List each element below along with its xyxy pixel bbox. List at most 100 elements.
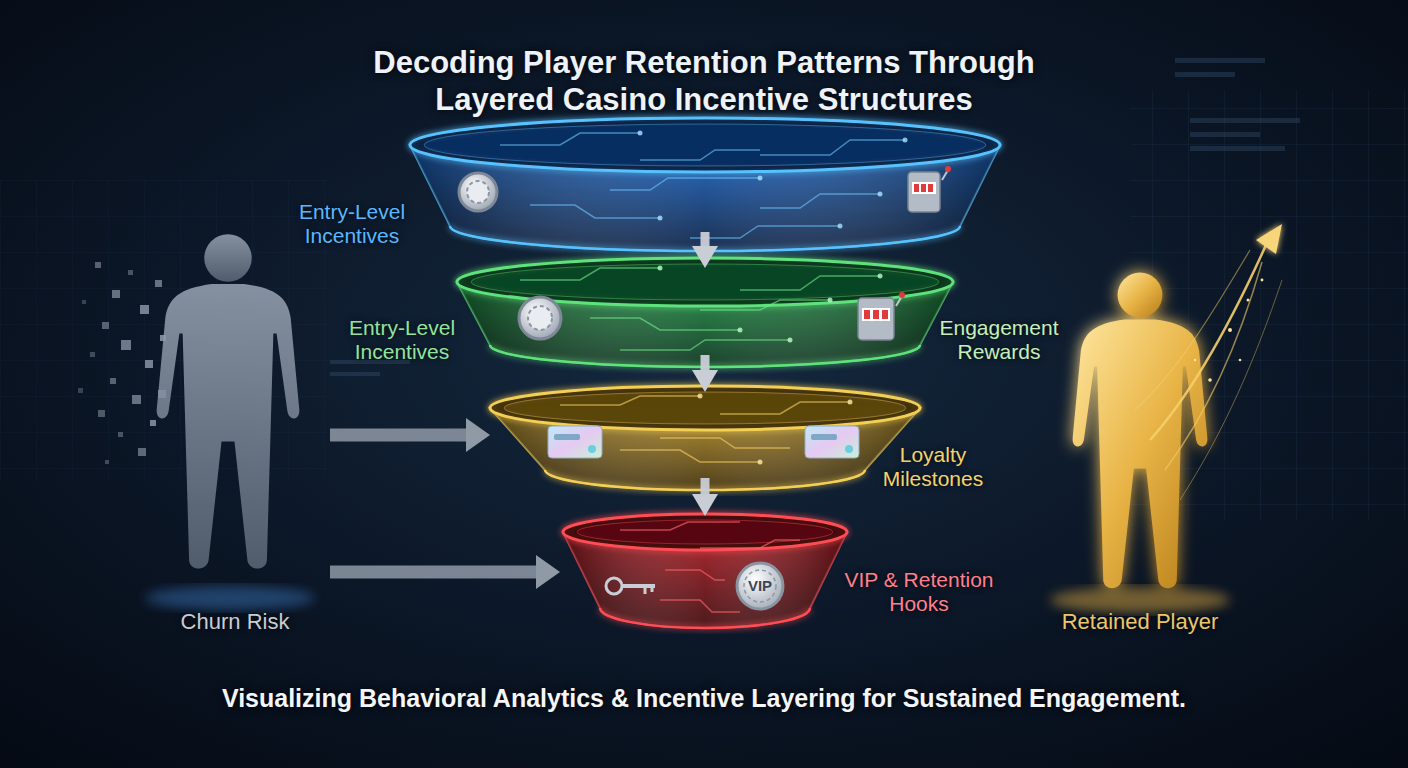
growth-arrowhead [1256,224,1282,254]
trace [530,205,660,218]
diagram-caption: Visualizing Behavioral Analytics & Incen… [0,684,1408,713]
card-dot [588,445,596,453]
sparkle [1208,378,1212,382]
trace [640,150,760,160]
trace [700,300,830,310]
band-lower-rim [490,345,920,367]
pixel [138,448,146,456]
key-tooth [644,586,647,594]
diagram-title: Decoding Player Retention Patterns Throu… [344,44,1064,118]
data-bar [1175,58,1265,63]
slot-knob [945,166,951,172]
trace-dot [848,400,853,405]
trace [500,133,640,145]
data-bar [1190,146,1285,151]
band-label: Loyalty Milestones [866,443,1000,490]
streak [1150,236,1270,440]
band-inner-rim [577,520,833,544]
trace-dot [658,216,663,221]
band-rim [410,118,1000,172]
band-inner-rim [424,124,986,166]
card-stripe [554,434,580,440]
circuit-traces [520,268,880,350]
retained-silhouette [1073,273,1208,589]
trace [740,276,880,290]
flow-arrow [330,429,468,442]
trace-dot [903,138,908,143]
flow-arrow [330,566,538,579]
chip-label: VIP [736,562,784,610]
key-ring [606,578,622,594]
card-body [548,426,602,458]
circuit-traces [620,522,800,612]
card-dot [845,445,853,453]
slot-reel [914,184,919,192]
loyalty-card-icon [805,426,859,458]
pixel [82,300,86,304]
player-figure: Churn Risk [140,225,330,645]
slot-window [912,182,936,194]
slot-lever [942,170,948,180]
trace-dot [698,394,703,399]
slot-machine-icon [908,166,951,212]
trace-dot [738,328,743,333]
pixel [112,290,120,298]
slot-reel [873,310,879,319]
growth-streaks [1135,236,1282,500]
trace [620,522,740,530]
flow-arrow [701,478,710,496]
floor-glow [145,586,315,610]
slot-reel [864,310,870,319]
trace [665,570,725,580]
trace-dot [758,460,763,465]
band-shape [455,268,955,355]
slot-reel [882,310,888,319]
circuit-nodes [698,394,853,465]
pixel [105,460,109,464]
band-lower-rim [450,226,960,251]
trace [700,540,800,548]
pixel [98,410,105,417]
figure-head [204,234,252,282]
streak [1135,250,1250,410]
pixel [140,305,149,314]
streak [1165,262,1262,470]
chip-rim [519,297,561,339]
trace [620,340,790,350]
trace [620,450,760,462]
funnel-band: Loyalty Milestones [490,392,920,478]
band-lower-rim [545,470,865,490]
chip-icon [459,173,497,211]
funnel-band: VIP & Retention HooksVIP [560,516,850,628]
sparkle [1261,279,1264,282]
pixel [145,360,153,368]
data-bar [1190,132,1260,137]
key-shaft [622,584,655,588]
slot-reel [928,184,933,192]
chip-center [528,306,552,330]
circuit-nodes [658,266,883,343]
circuit-traces [500,133,905,238]
chip-center [467,181,489,203]
band-inner-rim [471,264,939,300]
slot-body [858,298,894,340]
figure-label: Churn Risk [140,610,330,635]
data-bar [1190,118,1300,123]
band-label: VIP & Retention Hooks [830,568,1008,615]
sparkles [1194,279,1264,382]
key-icon [606,578,655,594]
trace-dot [788,338,793,343]
streak [1180,280,1282,500]
sparkle [1239,359,1242,362]
trace [690,226,840,238]
loyalty-card-icon [548,426,602,458]
trace [660,600,740,612]
band-shape [560,516,850,628]
pixel [110,378,116,384]
trace-dot [838,224,843,229]
pixel [102,322,109,329]
retained-glow [1073,273,1208,589]
funnel-band: Entry-Level IncentivesEngagement Rewards [455,268,955,355]
player-figure: Retained Player [1045,270,1235,645]
